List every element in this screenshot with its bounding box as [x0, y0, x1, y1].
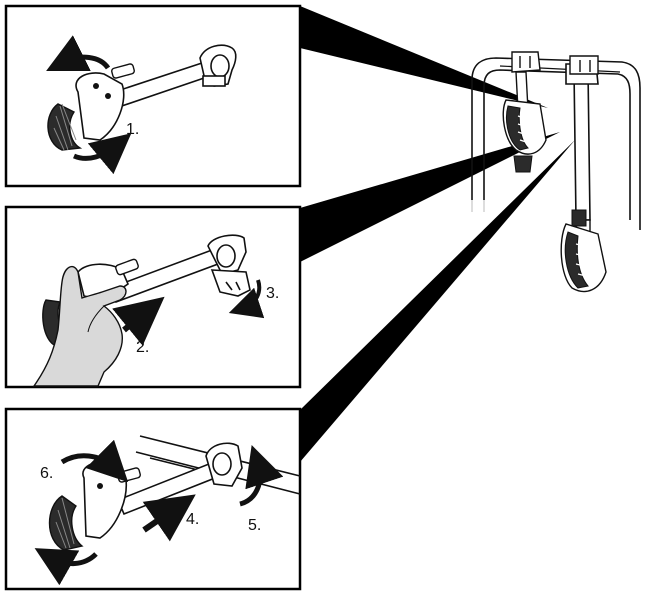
step-label-1: 1. [126, 121, 139, 138]
step-label-4: 4. [186, 511, 199, 528]
support-mast [566, 64, 598, 220]
step-panel-3: 4. 5. 6. [6, 409, 300, 589]
step-panel-2: 2. 3. [6, 207, 300, 387]
step-label-3: 3. [266, 285, 279, 302]
step-panel-1: 1. [6, 6, 300, 186]
callout-beam-top [300, 6, 548, 108]
step-label-5: 5. [248, 517, 261, 534]
arm-clamps [512, 52, 598, 74]
hitch-frame [472, 58, 640, 230]
frame-lower-lines [472, 200, 484, 212]
right-arm-strap [561, 210, 606, 291]
callout-beams [300, 6, 575, 462]
step-label-2: 2. [136, 339, 149, 356]
step-label-6: 6. [40, 465, 53, 482]
